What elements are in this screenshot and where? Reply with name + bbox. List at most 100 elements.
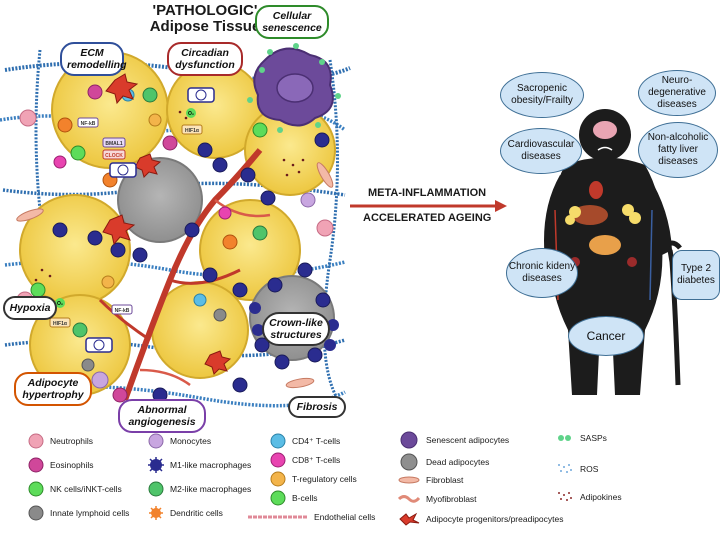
- adipocyte-progenitors: [102, 73, 232, 375]
- legend-dendritic: Dendritic cells: [148, 505, 223, 521]
- sad-face: [597, 146, 613, 151]
- legend-m1: M1-like macrophages: [148, 457, 251, 473]
- m1-macrophage-icon: [148, 457, 164, 473]
- legend-senescent-label: Senescent adipocytes: [426, 435, 510, 445]
- callout-fibrosis: Fibrosis: [288, 396, 346, 418]
- legend-progenitors: Adipocyte progenitors/preadipocytes: [398, 512, 564, 526]
- legend-ilc: Innate lymphoid cells: [28, 505, 129, 521]
- endothelial-cell-icon: [248, 515, 308, 519]
- molecular-labels: NF-kB BMAL1 CLOCK HIF1α HIF1α NF-kB O₂ O…: [49, 108, 203, 328]
- legend-cd4: CD4⁺ T-cells: [270, 433, 340, 449]
- bmal1-label: BMAL1: [105, 141, 122, 147]
- legend-bcells-label: B-cells: [292, 493, 318, 503]
- arrow-label-accelerated-ageing: ACCELERATED AGEING: [363, 212, 492, 224]
- treg-cell-icon: [270, 471, 286, 487]
- legend-eosinophils: Eosinophils: [28, 457, 93, 473]
- legend-m2: M2-like macrophages: [148, 481, 251, 497]
- dead-adipocyte-icon: [400, 453, 418, 471]
- dendritic-cell-icon: [149, 506, 163, 520]
- legend-endothelial-label: Endothelial cells: [314, 512, 376, 522]
- legend-cd4-label: CD4⁺ T-cells: [292, 435, 341, 446]
- legend-myofibroblast-label: Myofibroblast: [426, 494, 477, 504]
- monocyte-icon: [148, 433, 164, 449]
- senescent-adipocyte-icon: [400, 431, 418, 449]
- legend-fibroblast: Fibroblast: [398, 473, 463, 487]
- callout-angiogenesis: Abnormal angiogenesis: [118, 399, 206, 433]
- b-cell-icon: [270, 490, 286, 506]
- legend-adipokines: Adipokines: [556, 490, 622, 504]
- legend-eosinophils-label: Eosinophils: [50, 460, 94, 470]
- legend-cd8-label: CD8⁺ T-cells: [292, 454, 341, 465]
- legend-monocytes: Monocytes: [148, 433, 211, 449]
- fibroblast-icon: [398, 476, 420, 484]
- neutrophil-icon: [28, 433, 44, 449]
- callout-hypertrophy: Adipocyte hypertrophy: [14, 372, 92, 406]
- title-line-1: 'PATHOLOGIC': [152, 2, 258, 19]
- nk-cell-icon: [28, 481, 44, 497]
- legend-senescent: Senescent adipocytes: [398, 430, 509, 450]
- nfkb-label: NF-kB: [81, 121, 96, 127]
- callout-ecm: ECM remodelling: [60, 42, 127, 76]
- legend-monocytes-label: Monocytes: [170, 436, 212, 446]
- progenitor-icon: [399, 512, 420, 526]
- circadian-clock-icons: [85, 87, 215, 353]
- legend-dendritic-label: Dendritic cells: [170, 508, 223, 518]
- disease-cardio: Cardiovascular diseases: [500, 128, 582, 174]
- nfkb-label-bottom: NF-kB: [115, 308, 130, 314]
- o2-label-top: O₂: [188, 111, 194, 117]
- legend-nk: NK cells/iNKT-cells: [28, 481, 122, 497]
- dead-adipocyte: [117, 157, 203, 243]
- legend-adipokines-label: Adipokines: [580, 492, 622, 502]
- legend-myofibroblast: Myofibroblast: [398, 492, 477, 506]
- hif1a-label-top: HIF1α: [185, 128, 200, 134]
- adipokine-icon: [558, 492, 572, 501]
- legend-cd8: CD8⁺ T-cells: [270, 452, 340, 468]
- callout-crown: Crown-like structures: [262, 312, 330, 346]
- disease-t2d: Type 2 diabetes: [672, 250, 720, 300]
- cd8-cell-icon: [270, 452, 286, 468]
- legend-neutrophils: Neutrophils: [28, 433, 93, 449]
- legend-bcells: B-cells: [270, 490, 318, 506]
- senescent-adipocyte: [247, 43, 341, 133]
- blood-vessels: [98, 148, 271, 402]
- fibroblasts: [16, 162, 334, 389]
- legend-fibroblast-label: Fibroblast: [426, 475, 464, 485]
- legend-endothelial: Endothelial cells: [248, 512, 375, 522]
- callout-circadian: Circadian dysfunction: [167, 42, 243, 76]
- clock-label: CLOCK: [105, 153, 123, 159]
- ros-icon: [558, 464, 572, 473]
- legend-treg: T-regulatory cells: [270, 471, 357, 487]
- hif1a-label-bottom: HIF1α: [53, 321, 68, 327]
- disease-sarcopenic: Sacropenic obesity/Frailty: [500, 72, 584, 118]
- meta-inflammation-arrow: [350, 200, 507, 212]
- legend-nk-label: NK cells/iNKT-cells: [50, 484, 122, 494]
- ilc-icon: [28, 505, 44, 521]
- callout-senescence: Cellular senescence: [255, 5, 329, 39]
- disease-neuro: Neuro-degenerative diseases: [638, 70, 716, 116]
- silhouette-organs: [554, 121, 653, 301]
- legend-sasps-label: SASPs: [580, 433, 607, 443]
- crown-like-ring: [249, 302, 339, 351]
- legend-m1-label: M1-like macrophages: [170, 460, 252, 470]
- legend-ilc-label: Innate lymphoid cells: [50, 508, 130, 518]
- callout-hypoxia: Hypoxia: [3, 296, 57, 320]
- o2-label-bottom: O₂: [57, 301, 63, 307]
- legend-sasps: SASPs: [556, 432, 607, 444]
- legend-dead-label: Dead adipocytes: [426, 457, 490, 467]
- disease-ckd: Chronic kideny diseases: [506, 248, 578, 298]
- adipokine-dots: [34, 110, 305, 282]
- legend-ros-label: ROS: [580, 464, 599, 474]
- eosinophil-icon: [28, 457, 44, 473]
- legend-m2-label: M2-like macrophages: [170, 484, 252, 494]
- myofibroblast-icon: [398, 495, 420, 503]
- legend-dead: Dead adipocytes: [398, 452, 489, 472]
- sasp-icon: [558, 435, 571, 441]
- legend-treg-label: T-regulatory cells: [292, 474, 357, 484]
- arrow-label-meta-inflammation: META-INFLAMMATION: [368, 187, 487, 199]
- disease-nafld: Non-alcoholic fatty liver diseases: [638, 122, 718, 178]
- title-line-2: Adipose Tissue: [149, 18, 261, 35]
- legend-progenitors-label: Adipocyte progenitors/preadipocytes: [426, 514, 564, 524]
- legend-neutrophils-label: Neutrophils: [50, 436, 93, 446]
- m2-macrophage-icon: [148, 481, 164, 497]
- cd4-cell-icon: [270, 433, 286, 449]
